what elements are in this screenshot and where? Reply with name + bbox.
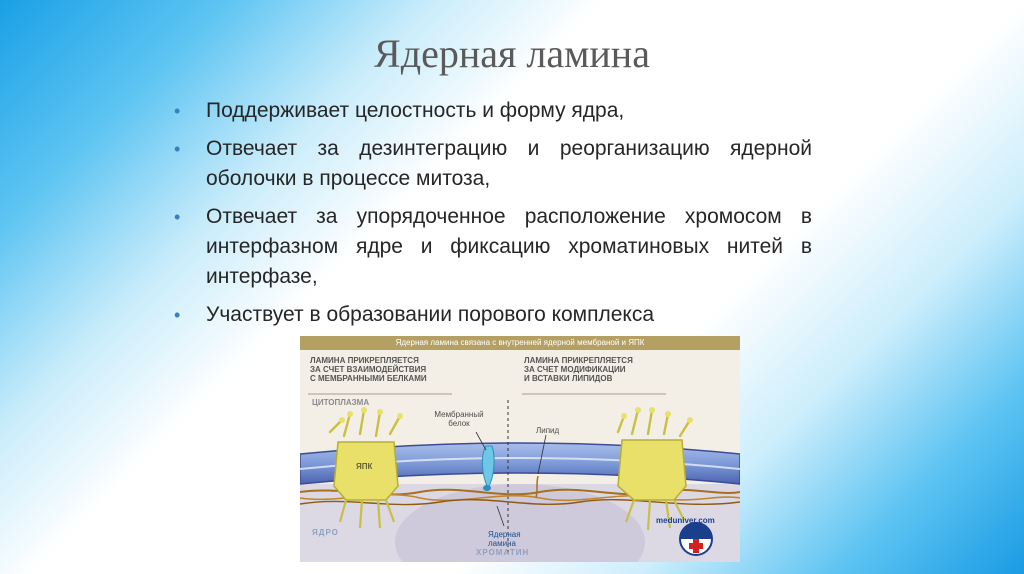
left-nuclear-pore-complex (328, 407, 403, 529)
lamina-fiber (300, 499, 740, 506)
bullet-item: • Поддерживает целостность и форму ядра, (172, 96, 812, 126)
membrane-protein (481, 445, 495, 491)
lipid-leader (537, 434, 547, 475)
diagram-header: Ядерная ламина связана с внутренней ядер… (300, 336, 740, 350)
slide-title: Ядерная ламина (374, 31, 650, 76)
right-nuclear-pore-complex (616, 407, 693, 531)
bullet-item: • Участвует в образовании порового компл… (172, 300, 812, 330)
bullet-list: • Поддерживает целостность и форму ядра,… (172, 96, 812, 338)
cytoplasm-label: ЦИТОПЛАЗМА (312, 398, 370, 407)
lamina-leader (496, 505, 505, 527)
bullet-text: Участвует в образовании порового комплек… (206, 303, 655, 326)
watermark-text: meduniver.com (656, 516, 715, 525)
protein-leader (475, 431, 487, 451)
bullet-dot-icon: • (174, 139, 181, 159)
bullet-text: Отвечает за дезинтеграцию и реорганизаци… (206, 137, 812, 190)
nuclear-lamina-diagram: Ядерная ламина связана с внутренней ядер… (300, 336, 740, 562)
bullet-text: Отвечает за упорядоченное расположение х… (206, 205, 812, 288)
bullet-text: Поддерживает целостность и форму ядра, (206, 99, 625, 122)
lipid-label: Липид (536, 426, 560, 435)
left-caption: ЛАМИНА ПРИКРЕПЛЯЕТСЯ ЗА СЧЕТ ВЗАИМОДЕЙСТ… (310, 356, 427, 383)
right-caption: ЛАМИНА ПРИКРЕПЛЯЕТСЯ ЗА СЧЕТ МОДИФИКАЦИИ… (524, 356, 633, 383)
lipid-anchor (535, 475, 539, 499)
npc-label: ЯПК (356, 462, 373, 471)
bullet-item: • Отвечает за дезинтеграцию и реорганиза… (172, 134, 812, 194)
lamina-label: Ядерная ламина (488, 530, 521, 548)
membrane-protein-label: Мембранный белок (434, 410, 484, 428)
bullet-dot-icon: • (174, 305, 181, 325)
meduniver-logo (679, 522, 713, 556)
nucleus-label: ЯДРО (312, 528, 339, 537)
diagram-drawing (300, 393, 740, 562)
bullet-dot-icon: • (174, 207, 181, 227)
chromatin-blob (395, 484, 645, 562)
bullet-dot-icon: • (174, 101, 181, 121)
bullet-item: • Отвечает за упорядоченное расположение… (172, 202, 812, 292)
chromatin-label: ХРОМАТИН (476, 548, 530, 557)
